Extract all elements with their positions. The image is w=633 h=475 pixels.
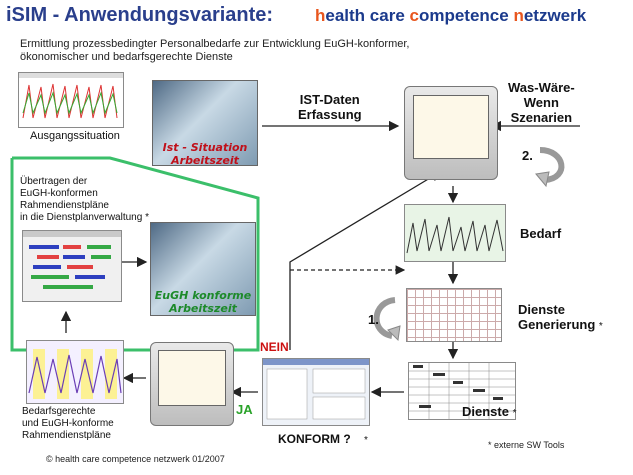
- label-dienste-generierung: Dienste Generierung *: [518, 302, 603, 334]
- subtitle-line-1: Ermittlung prozessbedingter Personalbeda…: [20, 38, 410, 50]
- monitor-bottom-left: [150, 342, 234, 426]
- ausgangssituation-chart-thumbnail: [18, 72, 124, 128]
- brand-part-health-care: ealth care: [325, 6, 410, 25]
- label-ist-daten-erfassung: IST-Daten Erfassung: [298, 92, 362, 122]
- uebertragen-line2: EuGH-konformen: [20, 188, 98, 199]
- label-ja: JA: [236, 402, 253, 417]
- brand-letter-n: n: [513, 6, 524, 25]
- caption-eugh-konforme: EuGH konforme Arbeitszeit: [151, 289, 255, 315]
- bedarfsgerechte-chart-thumbnail: [26, 340, 124, 404]
- green-frame: [10, 156, 260, 352]
- footnote-external-tools: * externe SW Tools: [488, 440, 565, 450]
- label-was-waere-wenn: Was-Wäre- Wenn Szenarien: [508, 80, 575, 125]
- uebertragen-line1: Übertragen der: [20, 176, 88, 187]
- uebertragen-star: *: [145, 212, 149, 223]
- page-title: iSIM - Anwendungsvariante:: [6, 4, 274, 26]
- ist-daten-line2: Erfassung: [298, 107, 362, 122]
- brand-letter-h: h: [315, 6, 326, 25]
- dienste-text: Dienste: [462, 404, 509, 419]
- caption-eugh-line2: Arbeitszeit: [169, 302, 237, 315]
- label-bedarf: Bedarf: [520, 226, 562, 241]
- curved-arrow-step1: [373, 297, 396, 339]
- uebertragen-line3: Rahmendienstpläne: [20, 200, 109, 211]
- dienste-star: *: [512, 408, 517, 419]
- photo-ist-situation: Ist - Situation Arbeitszeit: [152, 80, 258, 166]
- copyright: © health care competence netzwerk 01/200…: [46, 454, 225, 464]
- uebertragen-line4-text: in die Dienstplanverwaltung: [20, 212, 143, 223]
- label-bedarfsgerechte: Bedarfsgerechte und EuGH-konforme Rahmen…: [22, 406, 114, 442]
- was-waere-line3: Szenarien: [510, 110, 573, 125]
- konform-screenshot: [262, 358, 370, 426]
- caption-ist-situation: Ist - Situation Arbeitszeit: [153, 141, 257, 166]
- caption-ist-situation-line1: Ist - Situation: [162, 141, 248, 154]
- was-waere-line1: Was-Wäre-: [508, 80, 575, 95]
- bedarfsgerecht-line1: Bedarfsgerechte: [22, 406, 96, 417]
- monitor-top-screen: [413, 95, 489, 159]
- arrow-nein-to-monitor: [289, 171, 442, 350]
- uebertragen-line4: in die Dienstplanverwaltung *: [20, 212, 149, 224]
- caption-ist-situation-line2: Arbeitszeit: [171, 154, 239, 166]
- bedarfsgerecht-line3: Rahmendienstpläne: [22, 430, 111, 441]
- monitor-top: [404, 86, 498, 180]
- dienste-generierung-screenshot: [406, 288, 502, 342]
- konform-star: *: [364, 435, 368, 446]
- dienste-gen-line2: Generierung *: [518, 317, 603, 334]
- label-konform: KONFORM ? *: [278, 432, 368, 446]
- konform-text: KONFORM ?: [278, 432, 351, 446]
- monitor-bottom-screen: [158, 350, 226, 406]
- subtitle: Ermittlung prozessbedingter Personalbeda…: [20, 38, 420, 64]
- dienstplanverwaltung-screenshot: [22, 230, 122, 302]
- step-2-label: 2.: [522, 148, 533, 163]
- dienste-gen-line2-text: Generierung: [518, 317, 596, 332]
- dienste-table-thumbnail: [408, 362, 516, 420]
- dienste-gen-star: *: [598, 321, 603, 332]
- photo-eugh-konforme: EuGH konforme Arbeitszeit: [150, 222, 256, 316]
- label-uebertragen: Übertragen der EuGH-konformen Rahmendien…: [20, 176, 149, 224]
- brand-part-etzwerk: etzwerk: [523, 6, 587, 25]
- label-ausgangssituation: Ausgangssituation: [30, 130, 120, 142]
- subtitle-line-2: ökonomischer und bedarfsgerechte Dienste: [20, 51, 233, 63]
- bedarfsgerecht-line2: und EuGH-konforme: [22, 418, 114, 429]
- curved-arrow-step2: [539, 147, 565, 183]
- label-dienste: Dienste *: [462, 404, 517, 419]
- brand-letter-c: c: [409, 6, 419, 25]
- caption-eugh-line1: EuGH konforme: [154, 289, 252, 302]
- label-nein: NEIN: [260, 340, 289, 354]
- bedarf-chart-thumbnail: [404, 204, 506, 262]
- ist-daten-line1: IST-Daten: [299, 92, 360, 107]
- brand-part-competence: ompetence: [418, 6, 514, 25]
- dienste-gen-line1: Dienste: [518, 302, 565, 317]
- step-1-label: 1.: [368, 312, 379, 327]
- brand-logo-text: health care competence netzwerk: [315, 6, 586, 26]
- was-waere-line2: Wenn: [523, 95, 559, 110]
